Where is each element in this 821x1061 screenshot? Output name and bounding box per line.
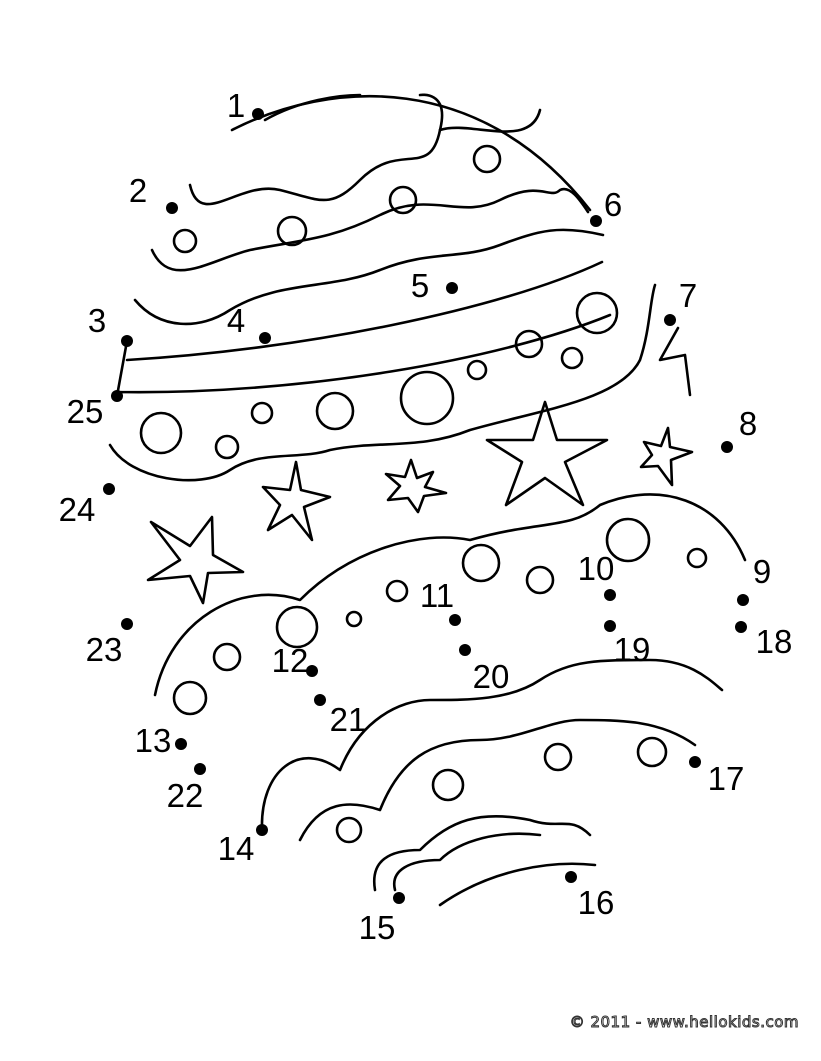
dot-label-20: 20 (473, 658, 510, 695)
dot-label-4: 4 (227, 302, 245, 339)
wave-lower-4 (438, 862, 597, 907)
dot-10 (604, 589, 616, 601)
lightning (658, 326, 692, 397)
dot-21 (314, 694, 326, 706)
band-top (125, 260, 604, 362)
dot-19 (604, 620, 616, 632)
line-art (108, 93, 747, 907)
dot-label-23: 23 (86, 631, 123, 668)
dot-label-13: 13 (135, 722, 172, 759)
dot-label-5: 5 (411, 267, 429, 304)
dot-label-7: 7 (679, 277, 697, 314)
dot-17 (689, 756, 701, 768)
dot-label-1: 1 (227, 87, 245, 124)
dot-label-24: 24 (59, 491, 96, 528)
wave-lower-3b (392, 832, 542, 892)
egg-top-arc (230, 95, 592, 212)
dot-label-18: 18 (756, 623, 793, 660)
dot-label-8: 8 (739, 405, 757, 442)
wave-lower-1 (260, 658, 724, 832)
dot-11 (449, 614, 461, 626)
dot-8 (721, 441, 733, 453)
dot-7 (664, 314, 676, 326)
middle-hill (153, 493, 747, 697)
dot-label-21: 21 (330, 701, 367, 738)
dot-12 (306, 665, 318, 677)
dot-14 (256, 824, 268, 836)
dot-label-14: 14 (218, 830, 255, 867)
egg-top-inner-arc (263, 93, 362, 122)
dot-label-25: 25 (67, 393, 104, 430)
dot-18 (735, 621, 747, 633)
dot-label-2: 2 (129, 172, 147, 209)
dot-label-16: 16 (578, 884, 615, 921)
decor-stars (146, 400, 694, 605)
decor-circles (139, 144, 708, 844)
dot-6 (590, 215, 602, 227)
dot-label-10: 10 (578, 550, 615, 587)
wavy-line-1 (188, 93, 444, 206)
band-bottom (115, 313, 612, 394)
dot-22 (194, 763, 206, 775)
dot-3 (121, 335, 133, 347)
dot-5 (446, 282, 458, 294)
dot-label-11: 11 (420, 577, 454, 614)
dot-label-12: 12 (272, 642, 309, 679)
dot-9 (737, 594, 749, 606)
dot-16 (565, 871, 577, 883)
dot-24 (103, 483, 115, 495)
wavy-line-3 (133, 228, 605, 326)
wave-lower-2 (298, 718, 697, 842)
wavy-line-1b (438, 108, 542, 133)
dot-23 (121, 618, 133, 630)
wave-lower-3 (372, 814, 592, 892)
dot-15 (393, 892, 405, 904)
dotted-band-bottom (108, 283, 657, 482)
dot-4 (259, 332, 271, 344)
dot-label-22: 22 (167, 777, 204, 814)
dot-label-3: 3 (88, 302, 106, 339)
dot-25 (111, 390, 123, 402)
dot-13 (175, 738, 187, 750)
dot-label-6: 6 (604, 186, 622, 223)
dot-1 (252, 108, 264, 120)
dot-label-15: 15 (359, 909, 396, 946)
dot-label-9: 9 (753, 553, 771, 590)
dot-label-17: 17 (708, 760, 745, 797)
copyright-footer: © 2011 - www.hellokids.com (569, 1013, 799, 1032)
dot-20 (459, 644, 471, 656)
dot-label-19: 19 (614, 631, 651, 668)
dot-2 (166, 202, 178, 214)
band-side (115, 339, 129, 398)
